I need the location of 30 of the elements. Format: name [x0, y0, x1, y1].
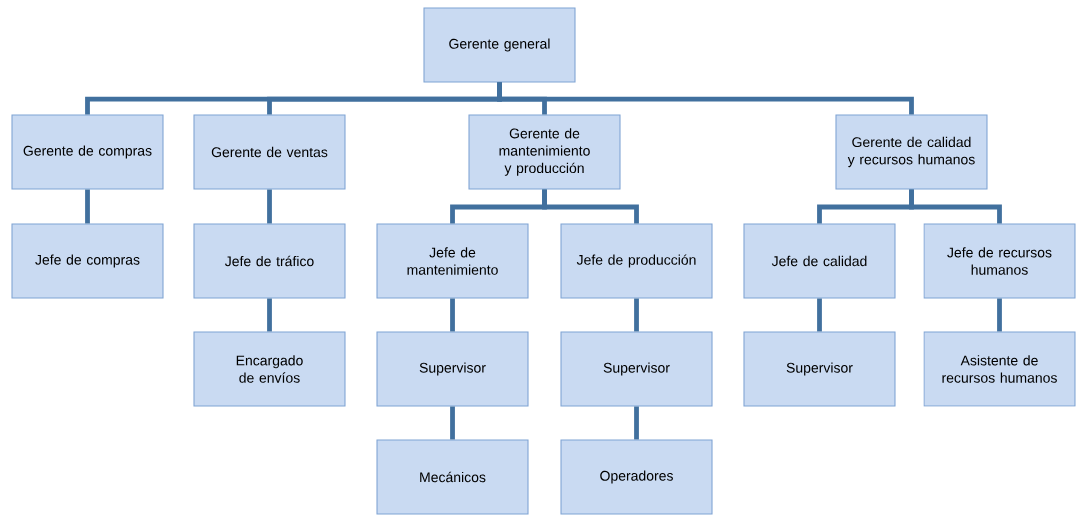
org-box: Jefe de tráfico [193, 223, 346, 299]
org-box: Supervisor [743, 331, 896, 407]
org-box: Supervisor [376, 331, 529, 407]
org-box: Jefe de recursos humanos [923, 223, 1076, 299]
org-box: Supervisor [560, 331, 713, 407]
connector-line [497, 82, 914, 115]
connector-line [817, 298, 822, 332]
connector-line [450, 406, 455, 440]
connector-line [634, 298, 639, 332]
connector-line [267, 189, 272, 224]
connector-line [450, 298, 455, 332]
org-box: Jefe de producción [560, 223, 713, 299]
org-box: Jefe de calidad [743, 223, 896, 299]
org-box: Gerente de calidad y recursos humanos [835, 114, 988, 190]
connector-line [634, 406, 639, 440]
connector-line [909, 189, 1002, 224]
org-box: Jefe de mantenimiento [376, 223, 529, 299]
org-box: Gerente general [423, 7, 576, 83]
org-box: Gerente de ventas [193, 114, 346, 190]
org-box: Gerente de mantenimiento y producción [468, 114, 621, 190]
org-box: Jefe de compras [11, 223, 164, 299]
connector-line [267, 298, 272, 332]
org-box: Operadores [560, 439, 713, 515]
connector-line [542, 189, 639, 224]
org-box: Asistente de recursos humanos [923, 331, 1076, 407]
connector-line [997, 298, 1002, 332]
org-box: Gerente de compras [11, 114, 164, 190]
org-box: Mecánicos [376, 439, 529, 515]
connector-line [85, 189, 90, 224]
org-box: Encargado de envíos [193, 331, 346, 407]
